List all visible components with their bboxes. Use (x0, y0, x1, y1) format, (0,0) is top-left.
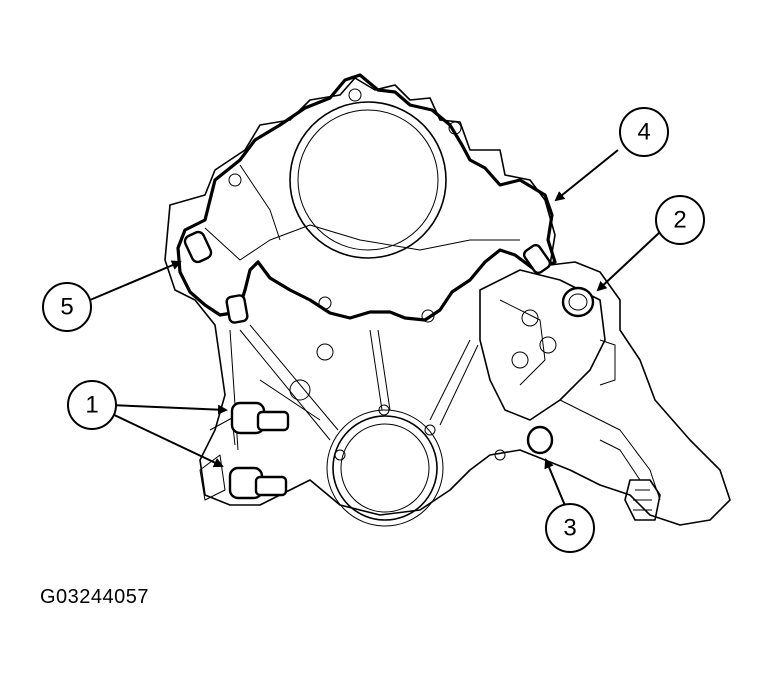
callout-4-label: 4 (637, 119, 650, 146)
dowel-pin-left (183, 230, 213, 264)
bolt-3 (526, 425, 554, 455)
leader-5 (89, 260, 182, 301)
callout-4: 4 (619, 107, 669, 157)
leader-lines (89, 149, 661, 509)
callout-2-label: 2 (673, 207, 686, 234)
bolt-1-lower (228, 466, 288, 500)
front-cover-body (164, 77, 731, 527)
figure-id: G03244057 (40, 586, 150, 608)
callout-1-label: 1 (85, 392, 98, 419)
bolt-1-upper (230, 401, 290, 435)
bolt-2 (561, 286, 595, 318)
callout-2: 2 (655, 195, 705, 245)
leader-1b (109, 412, 224, 468)
leader-1a (109, 404, 228, 415)
callout-5: 5 (42, 282, 92, 332)
callout-3: 3 (545, 503, 595, 553)
callout-3-label: 3 (563, 515, 576, 542)
leader-2 (596, 231, 661, 292)
leader-4 (554, 149, 619, 202)
dowel-pin-lower-left (225, 294, 249, 324)
leader-3 (544, 458, 567, 509)
cover-gasket (176, 73, 557, 322)
callout-1: 1 (67, 380, 117, 430)
callout-5-label: 5 (60, 294, 73, 321)
dowel-pin-right (522, 243, 552, 275)
